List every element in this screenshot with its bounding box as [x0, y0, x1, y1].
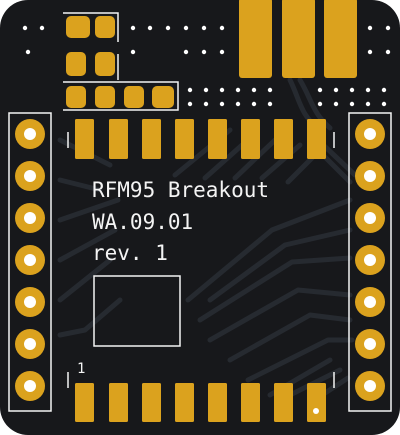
- module-top-pads: [75, 119, 326, 159]
- pin1-dot: [313, 408, 319, 414]
- right-header-pins: [355, 119, 385, 401]
- center-square-outline: [93, 275, 181, 347]
- top-connector-pads: [239, 0, 357, 78]
- pin1-label: 1: [77, 361, 86, 377]
- right-header-outline: [348, 112, 392, 412]
- board-title: RFM95 Breakout: [92, 178, 270, 202]
- board-code: WA.09.01: [92, 210, 194, 234]
- left-header-pins: [15, 119, 45, 401]
- smd-passive-pads: [66, 16, 174, 108]
- module-bottom-pads: [75, 383, 326, 422]
- board-revision: rev. 1: [92, 241, 168, 265]
- passive-outline-top: [63, 12, 119, 80]
- copper-traces: [57, 77, 358, 398]
- silkscreen-outlines: [8, 12, 392, 412]
- passive-outline-bottom: [63, 81, 179, 111]
- left-header-outline: [8, 112, 52, 412]
